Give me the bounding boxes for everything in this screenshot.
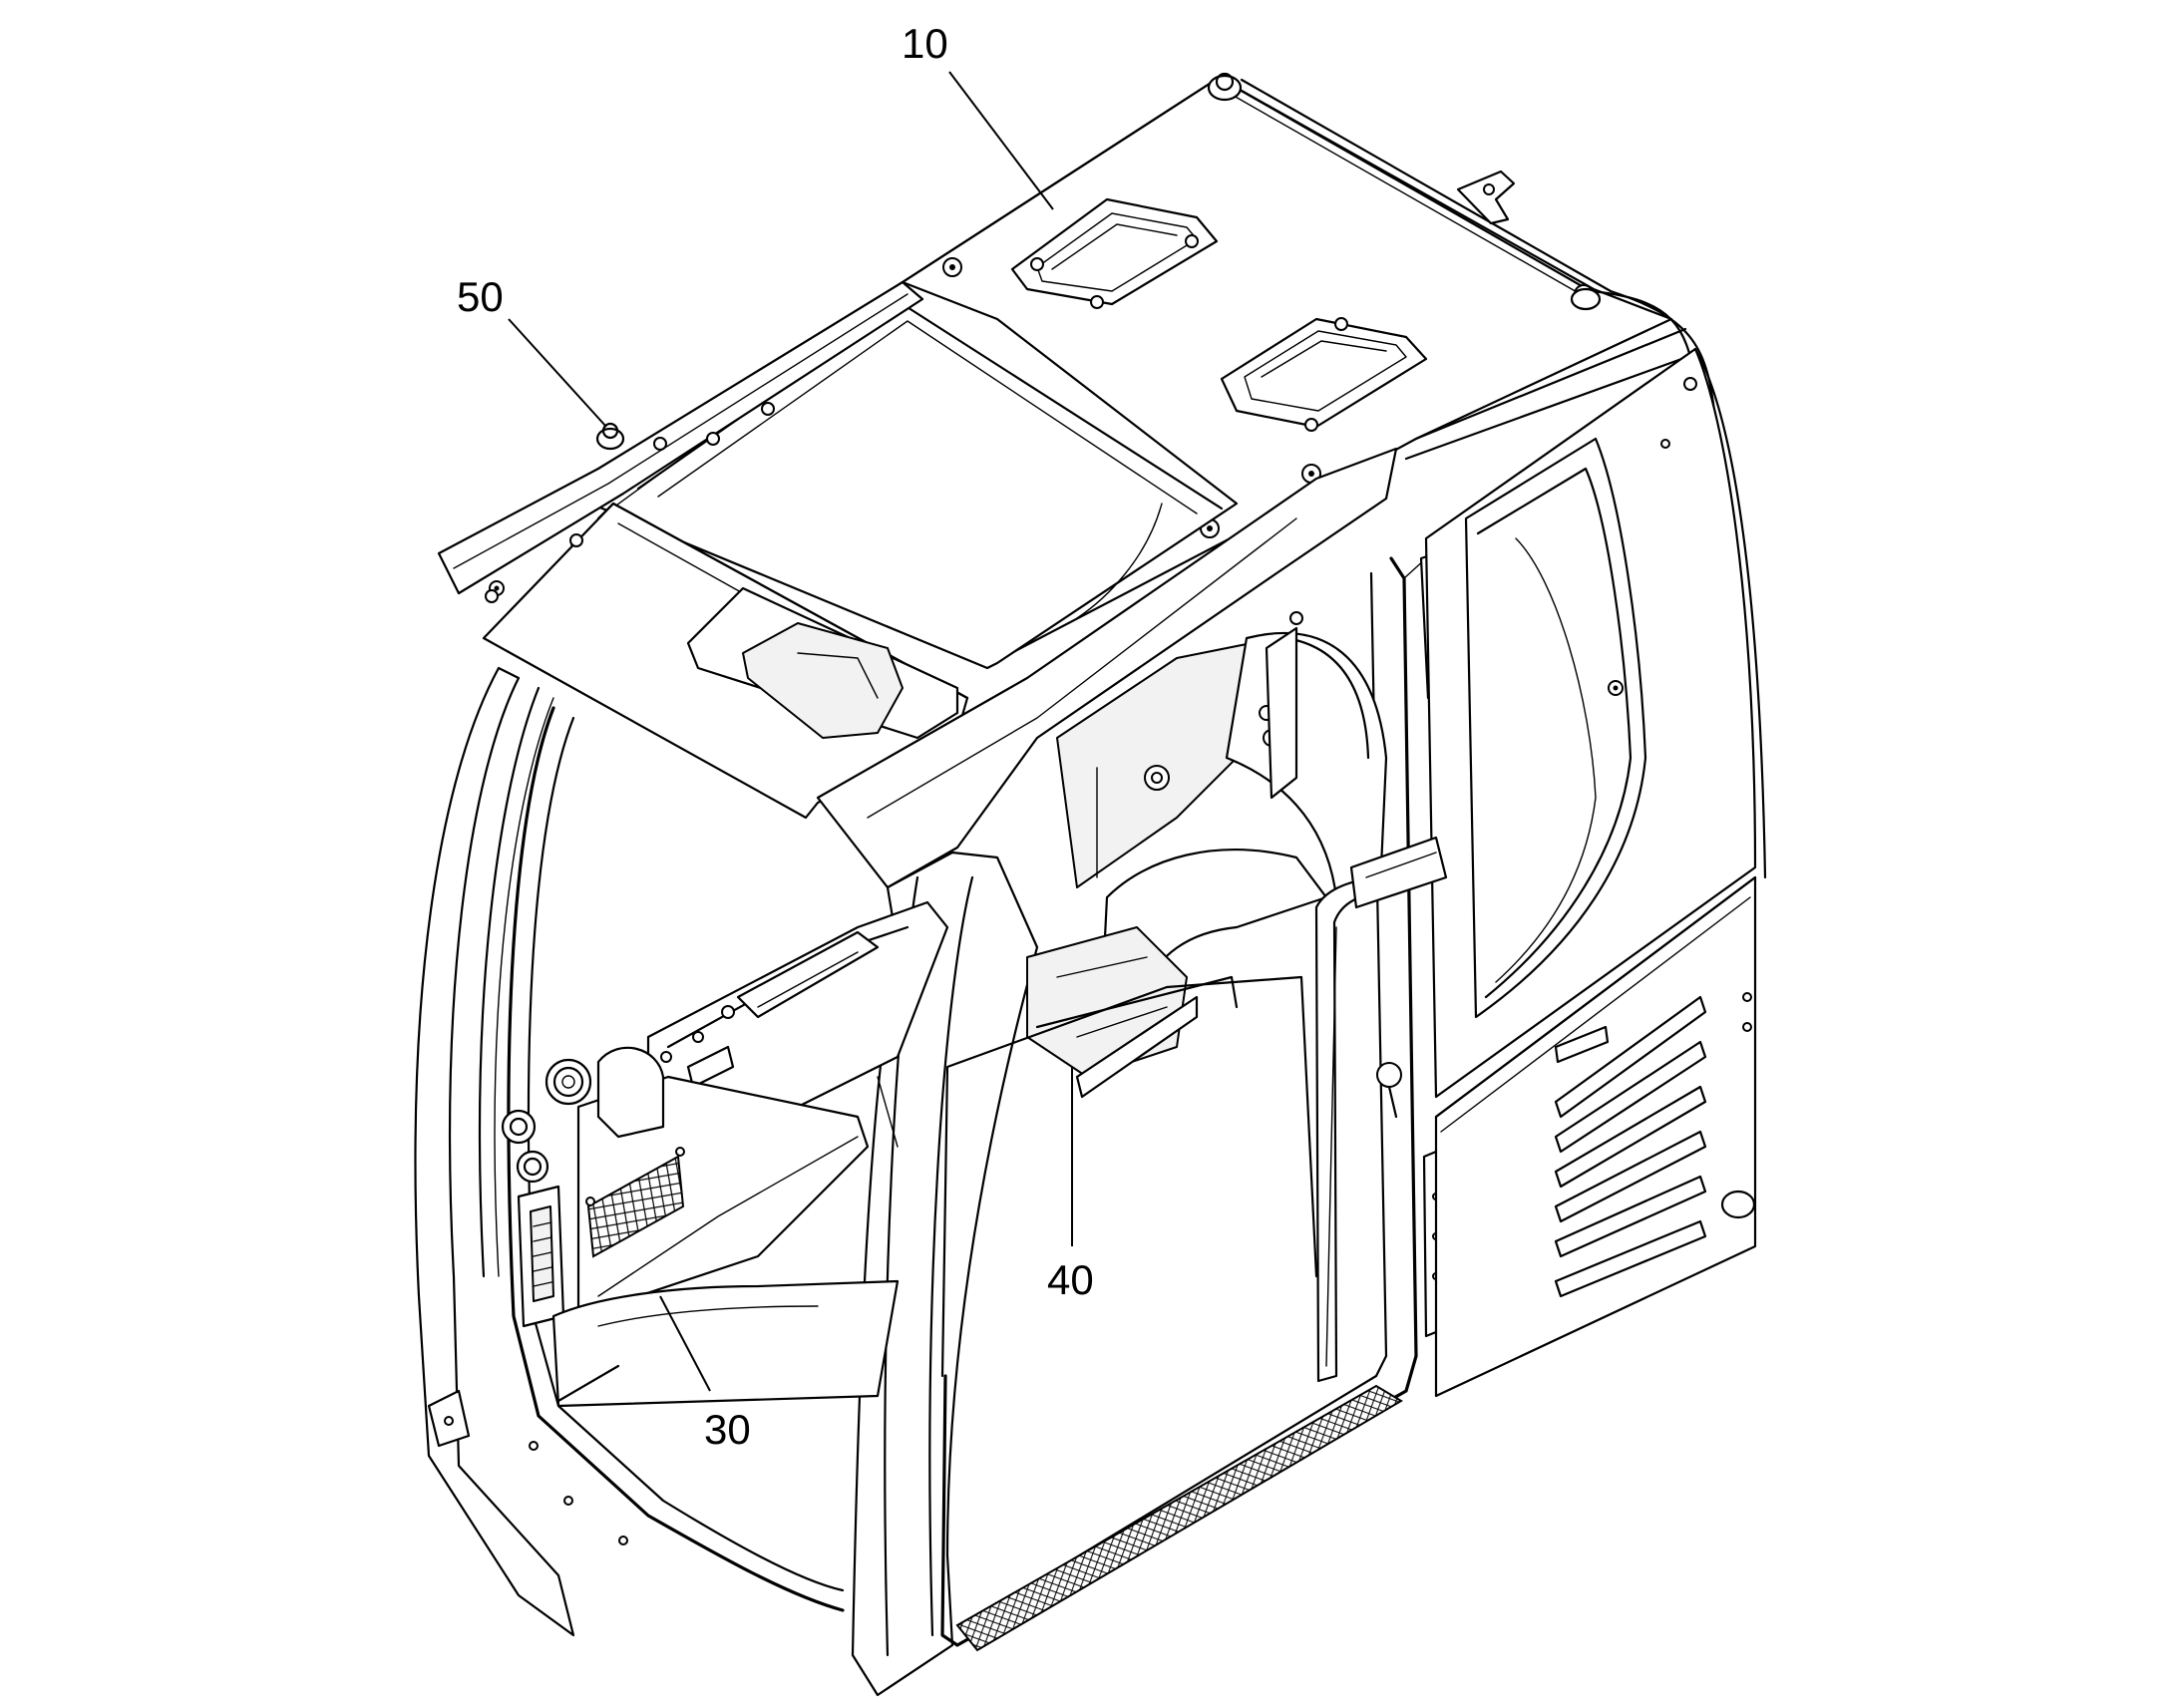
floor-mat: [551, 1279, 900, 1408]
entry-step-tread: [955, 1384, 1403, 1652]
control-lever: [1314, 875, 1402, 1383]
roof-hatch-front: [1010, 197, 1219, 309]
lifting-eye-right: [1570, 287, 1602, 311]
front-header-rail: [437, 280, 924, 596]
lifting-eye-front: [595, 422, 625, 451]
roof-hatch-rear: [1220, 317, 1428, 432]
cab-floor: [940, 975, 1318, 1378]
leader-line-10: [948, 71, 1054, 210]
reference-numeral-10: 10: [902, 20, 948, 67]
lifting-eye-rear: [1207, 72, 1243, 102]
interior-light-housing: [686, 586, 959, 740]
right-console: [1349, 836, 1448, 909]
reference-numeral-50: 50: [457, 273, 504, 320]
seat-mounting: [1225, 611, 1388, 899]
rear-side-body: [1424, 347, 1767, 1099]
front-mount-bracket: [427, 1389, 628, 1545]
reference-numeral-40: 40: [1047, 1256, 1094, 1303]
leader-line-50: [508, 318, 607, 428]
filler-cap: [545, 1046, 665, 1139]
switch-panel: [517, 1185, 565, 1328]
center-console-duct: [1026, 849, 1328, 1099]
left-side-buttons: [501, 1109, 549, 1184]
speaker-grille: [585, 1147, 685, 1258]
reference-numeral-30: 30: [704, 1406, 751, 1453]
leader-line-30: [659, 1295, 711, 1392]
rear-lower-panel: [1434, 875, 1757, 1398]
